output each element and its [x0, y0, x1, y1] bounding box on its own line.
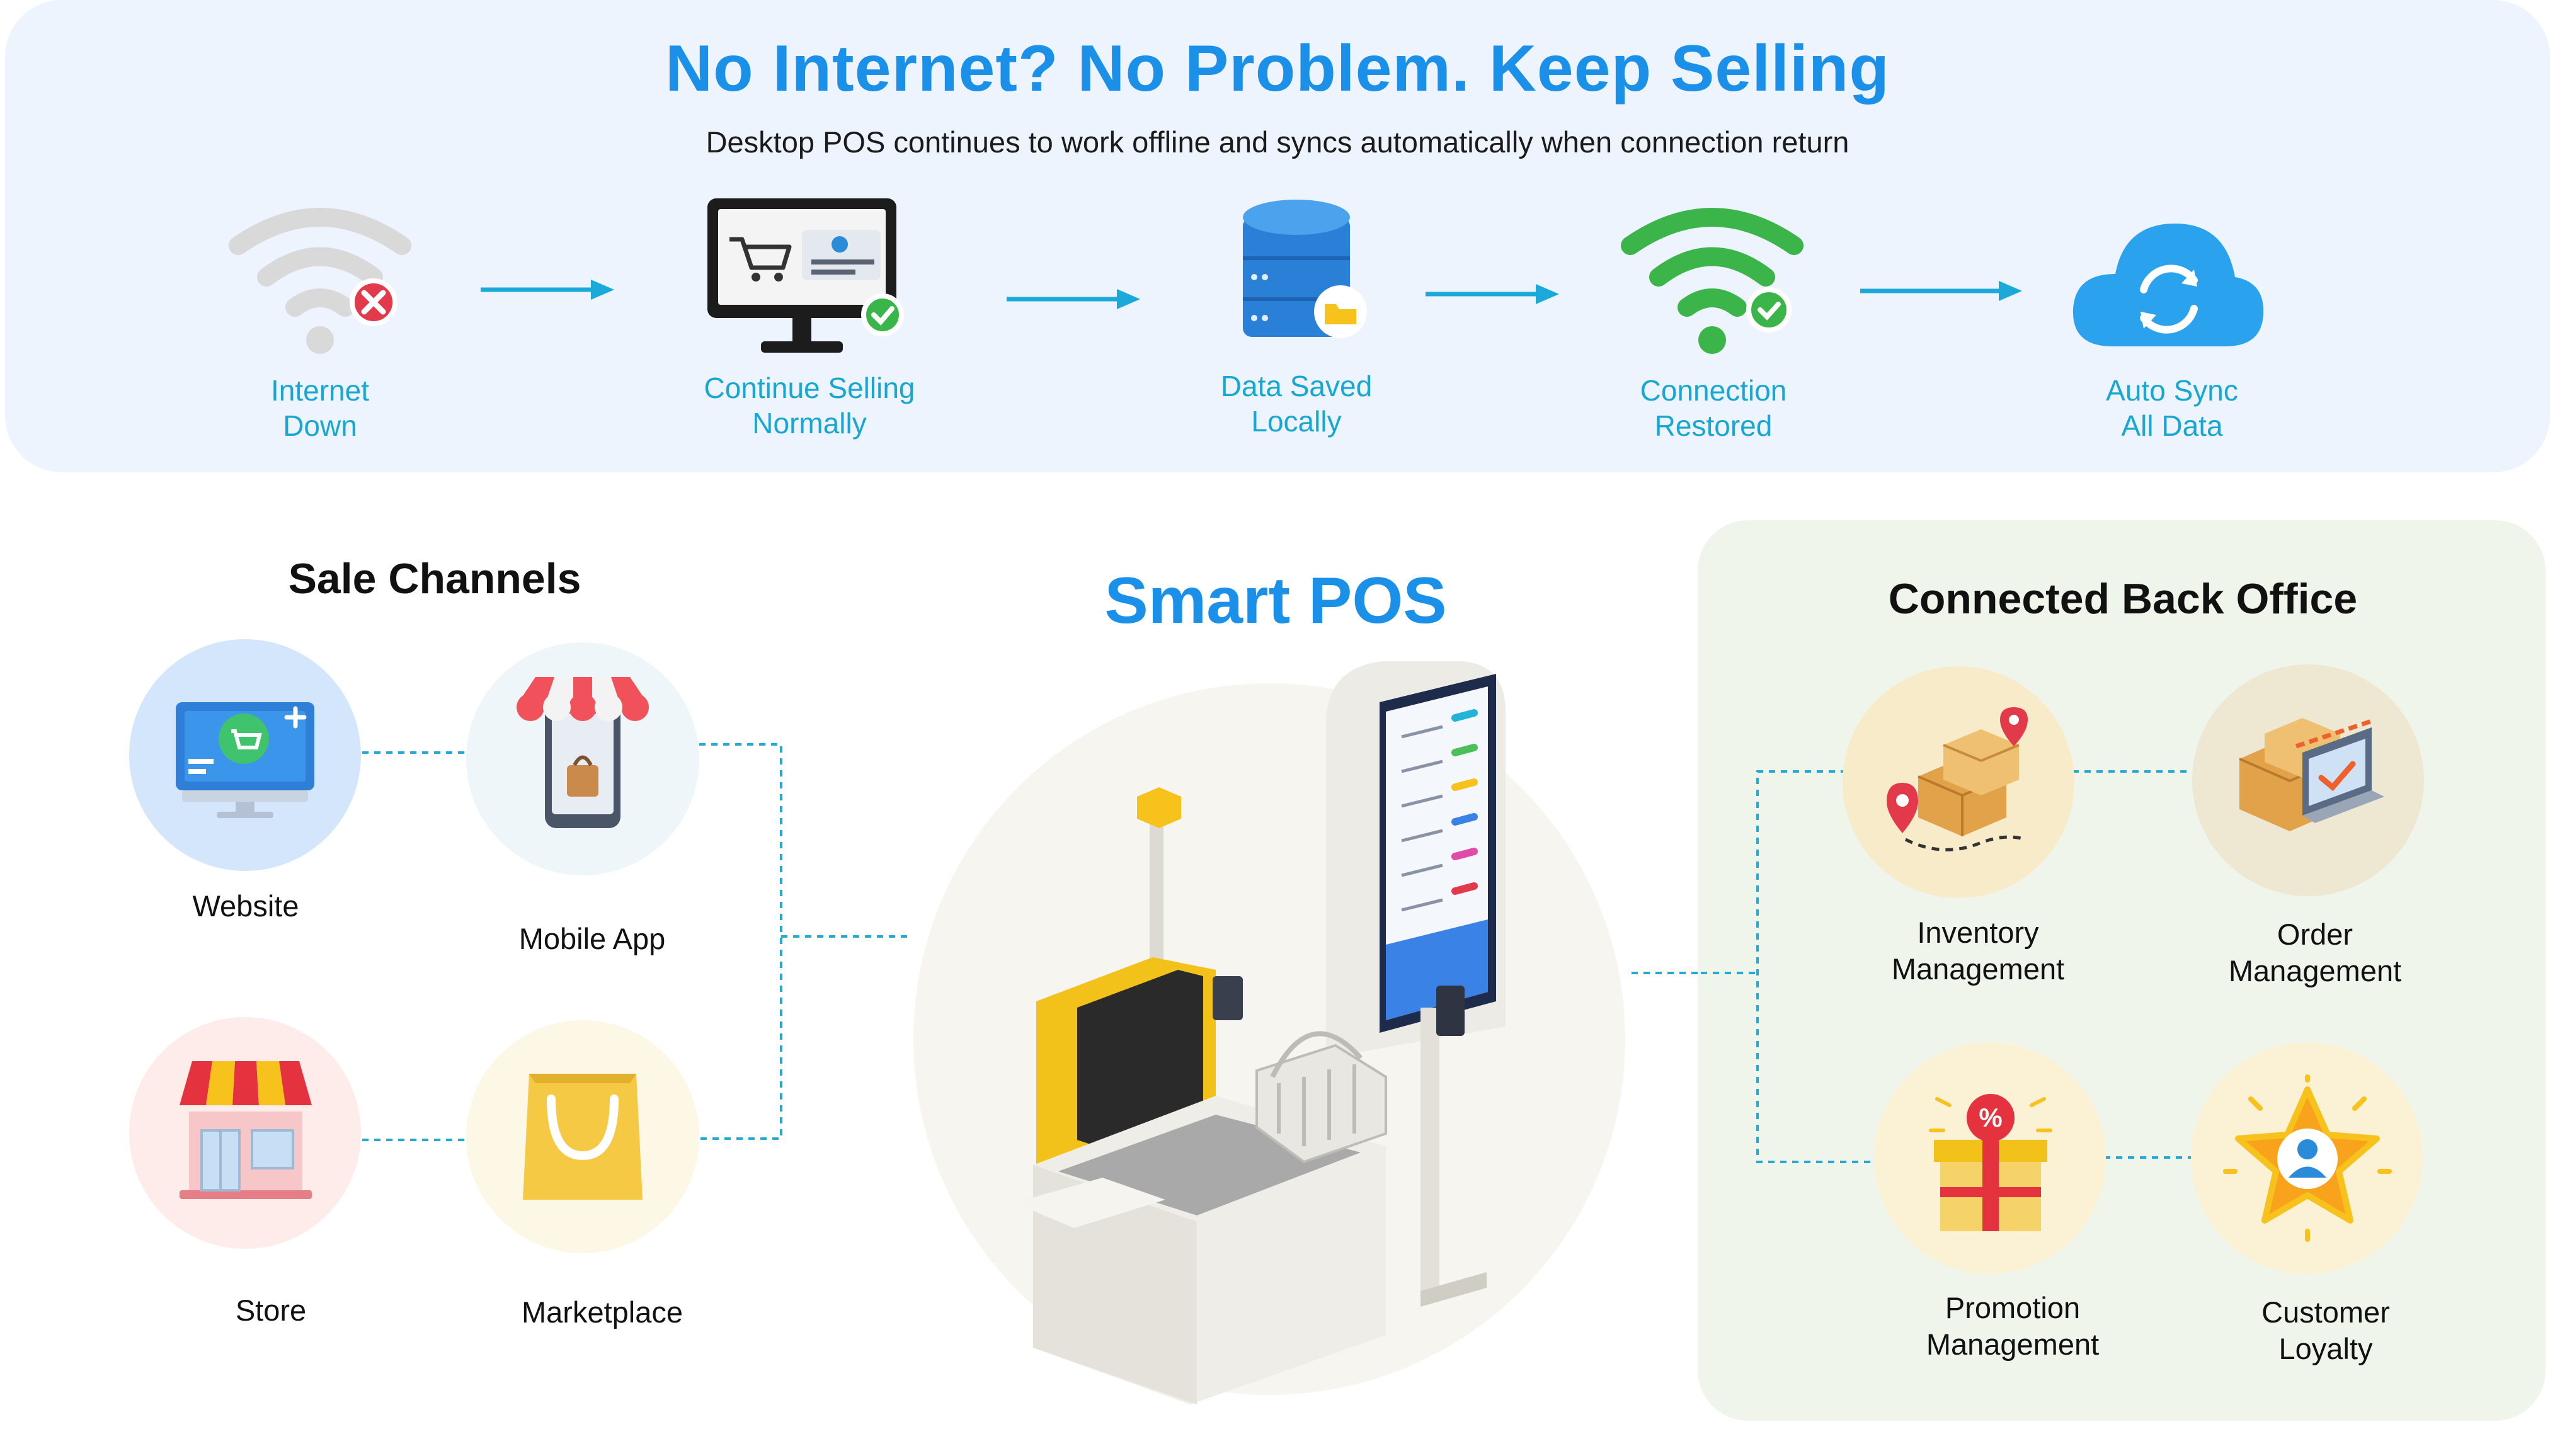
back-office-label-loyalty: Customer Loyalty: [2261, 1295, 2390, 1365]
step-label-continue-selling: Continue Selling Normally: [704, 372, 915, 440]
smart-pos-title: Smart POS: [1104, 564, 1447, 637]
store-circle[interactable]: [129, 1017, 361, 1249]
inventory-circle[interactable]: [1843, 666, 2074, 898]
promotion-circle[interactable]: %: [1874, 1042, 2106, 1274]
svg-text:%: %: [1979, 1103, 2002, 1132]
flow-arrow-3: [1426, 284, 1559, 304]
offline-banner: No Internet? No Problem. Keep Selling De…: [5, 0, 2550, 472]
back-office-label-inventory: Inventory Management: [1891, 916, 2065, 986]
main-title: No Internet? No Problem. Keep Selling: [665, 32, 1890, 105]
channel-label-marketplace: Marketplace: [522, 1295, 683, 1329]
mobile-app-circle[interactable]: [466, 642, 699, 875]
step-label-connection-restored: Connection Restored: [1640, 374, 1787, 442]
marketplace-circle[interactable]: [466, 1020, 699, 1253]
cloud-sync-icon: [2072, 224, 2264, 346]
step-label-data-saved: Data Saved Locally: [1220, 370, 1373, 438]
self-checkout-kiosk-icon: [1014, 661, 1506, 1404]
channel-label-mobile-app: Mobile App: [518, 922, 666, 955]
sale-channels-title: Sale Channels: [288, 555, 581, 603]
back-office-label-promotion: Promotion Management: [1926, 1291, 2100, 1361]
storefront-icon: [180, 1061, 312, 1199]
flow-arrow-2: [1007, 289, 1140, 309]
loyalty-star-icon: [2223, 1074, 2392, 1242]
pos-monitor-icon: [707, 198, 904, 353]
website-cart-icon: [176, 702, 314, 818]
wifi-off-icon: [229, 208, 411, 354]
shopping-bag-icon: [523, 1074, 643, 1200]
inventory-boxes-icon: [1887, 707, 2028, 851]
step-label-internet-down: Internet Down: [271, 374, 369, 442]
loyalty-circle[interactable]: [2191, 1042, 2423, 1274]
step-label-auto-sync: Auto Sync All Data: [2106, 374, 2238, 442]
wifi-on-icon: [1621, 208, 1803, 354]
website-circle[interactable]: [129, 639, 361, 871]
database-icon: [1243, 200, 1367, 338]
flow-arrow-4: [1860, 281, 2022, 301]
channel-label-website: Website: [192, 889, 299, 923]
order-circle[interactable]: [2192, 664, 2424, 896]
main-subtitle: Desktop POS continues to work offline an…: [706, 125, 1849, 159]
promotion-gift-icon: %: [1929, 1094, 2052, 1231]
order-laptop-icon: [2239, 718, 2384, 831]
channel-label-store: Store: [235, 1294, 307, 1327]
flow-arrow-1: [481, 280, 614, 300]
back-office-label-order: Order Management: [2228, 918, 2402, 987]
mobile-store-icon: [517, 677, 649, 828]
back-office-title: Connected Back Office: [1888, 575, 2358, 623]
